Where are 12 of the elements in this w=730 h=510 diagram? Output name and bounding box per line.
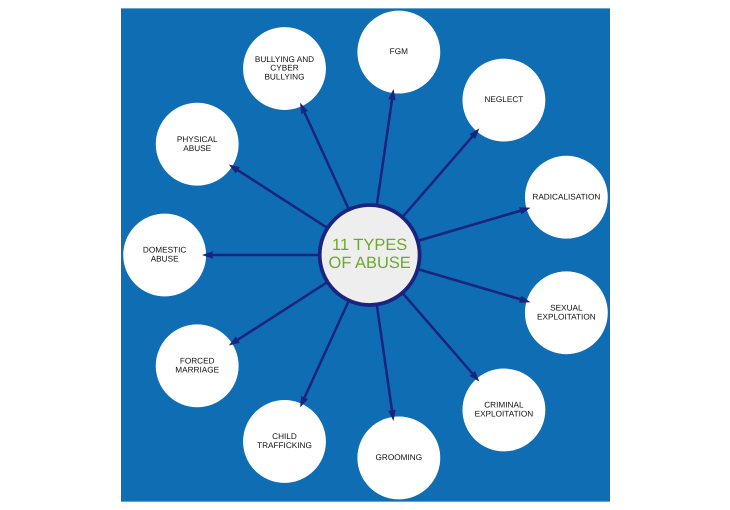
arrow (228, 164, 328, 229)
arrow (300, 102, 350, 210)
arrow (202, 251, 319, 259)
arrow (375, 89, 396, 206)
arrow (416, 207, 530, 242)
arrow (416, 268, 530, 303)
arrow (375, 304, 396, 421)
arrow (401, 128, 479, 218)
arrow (300, 300, 350, 408)
node-circle: 11 TYPES OF ABUSE (317, 203, 422, 307)
arrow (228, 281, 328, 346)
arrow (401, 292, 479, 382)
